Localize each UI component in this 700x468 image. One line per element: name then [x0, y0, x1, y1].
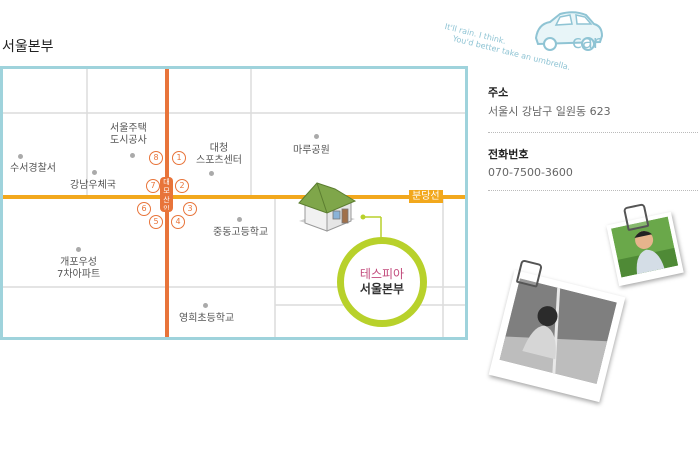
exit-2: 2 — [175, 179, 189, 193]
destination-line2: 서울본부 — [359, 282, 405, 296]
exit-5: 5 — [149, 215, 163, 229]
landmark-suseo-police: 수서경찰서 — [10, 163, 56, 174]
house-icon — [298, 182, 357, 232]
car-word: car — [572, 32, 601, 53]
exit-1: 1 — [172, 151, 186, 165]
car-icon — [534, 11, 604, 51]
station-marker: 대모산입구역 — [160, 177, 173, 212]
landmark-dot — [76, 247, 81, 252]
decoration: It'll rain. I think. You'd better take a… — [440, 0, 700, 84]
landmark-dot — [237, 217, 242, 222]
photo-boy — [606, 203, 684, 287]
binder-clip-icon — [622, 203, 650, 232]
landmark-dot — [203, 303, 208, 308]
destination-marker: 테스피아 서울본부 — [337, 237, 427, 327]
page-title: 서울본부 — [2, 39, 54, 55]
location-map: 서울주택 도시공사 대청 스포츠센터 마루공원 수서경찰서 강남우체국 중동고등… — [0, 66, 468, 340]
exit-8: 8 — [149, 151, 163, 165]
landmark-dot — [18, 154, 23, 159]
address-label: 주소 — [488, 86, 509, 99]
exit-6: 6 — [137, 202, 151, 216]
landmark-gaepo-apt: 개포우성 7차아파트 — [57, 257, 101, 280]
landmark-dot — [92, 170, 97, 175]
landmark-younghee-elem: 영희초등학교 — [179, 313, 235, 324]
landmark-maru-park: 마루공원 — [293, 145, 330, 156]
landmark-dot — [209, 171, 214, 176]
landmark-gangnam-post: 강남우체국 — [70, 180, 116, 191]
landmark-daecheong-sports: 대청 스포츠센터 — [196, 143, 242, 166]
divider — [488, 132, 698, 133]
photo-child — [488, 259, 626, 403]
landmark-dot — [314, 134, 319, 139]
exit-4: 4 — [171, 215, 185, 229]
landmark-dot — [130, 153, 135, 158]
landmark-seoul-housing: 서울주택 도시공사 — [110, 123, 147, 146]
address-value: 서울시 강남구 일원동 623 — [488, 105, 611, 118]
child-photo-image — [499, 278, 617, 384]
boy-photo-image — [611, 216, 679, 278]
bundang-line-label: 분당선 — [409, 190, 443, 203]
map-roads — [3, 69, 465, 337]
divider — [488, 190, 698, 191]
phone-label: 전화번호 — [488, 148, 529, 161]
landmark-jungdong-high: 중동고등학교 — [213, 227, 269, 238]
exit-7: 7 — [146, 179, 160, 193]
phone-value: 070-7500-3600 — [488, 166, 573, 179]
exit-3: 3 — [183, 202, 197, 216]
destination-line1: 테스피아 — [359, 267, 405, 281]
